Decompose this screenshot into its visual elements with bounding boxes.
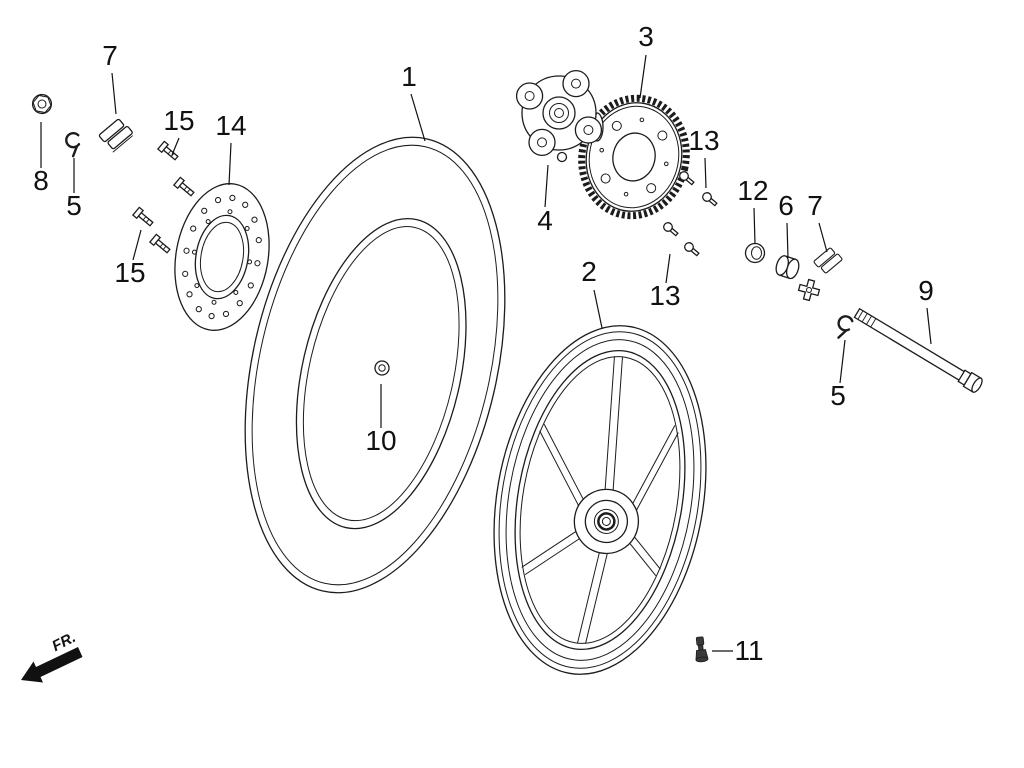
side-collar [775, 255, 800, 280]
callout-clip-left: 5 [66, 158, 82, 221]
callout-hub: 4 [537, 164, 553, 236]
wheel-spokes [521, 356, 679, 644]
callout-bolts-right-lower: 13 [649, 253, 681, 311]
callout-label-6: 6 [778, 190, 794, 221]
valve-stem [695, 636, 709, 663]
disc-bolt-4 [148, 233, 171, 254]
front-arrow-icon [21, 647, 83, 683]
brake-disc [174, 183, 270, 331]
callout-label-12: 12 [737, 175, 768, 206]
callout-pads-right: 7 [807, 190, 828, 253]
front-direction-marker: FR. [21, 629, 83, 683]
callout-spacer-nut: 12 [737, 175, 769, 245]
callout-wheel: 2 [581, 256, 603, 329]
callout-label-13b: 13 [649, 280, 680, 311]
callout-label-2: 2 [581, 256, 597, 287]
tire [244, 136, 506, 594]
axle-nut [31, 93, 53, 115]
disc-bolt-3 [131, 206, 154, 227]
sprocket-bolt-1 [679, 171, 695, 186]
sprocket [578, 94, 690, 220]
adjuster-plate [797, 278, 821, 302]
callout-label-1: 1 [401, 61, 417, 92]
callout-label-15a: 15 [163, 105, 194, 136]
callout-label-11: 11 [734, 635, 763, 666]
callout-bolts-left-upper: 15 [163, 105, 195, 156]
valve-hole-grommet [374, 360, 390, 376]
sprocket-bolt-3 [663, 222, 679, 237]
callout-label-7L: 7 [102, 40, 118, 71]
callout-label-10: 10 [365, 425, 396, 456]
callout-bolts-right-upper: 13 [688, 125, 720, 189]
sprocket-bolt-4 [684, 242, 700, 257]
clip-right [837, 315, 854, 339]
callout-label-13a: 13 [688, 125, 719, 156]
sprocket-bolt-2 [702, 192, 718, 207]
callout-clip-right: 5 [830, 339, 846, 411]
hub-assembly [515, 69, 604, 163]
callout-label-4: 4 [537, 205, 553, 236]
callout-sprocket: 3 [638, 21, 654, 99]
callout-axle: 9 [918, 275, 934, 345]
clip-left [65, 132, 81, 158]
callout-label-3: 3 [638, 21, 654, 52]
axle-shaft [853, 307, 983, 393]
callout-label-15b: 15 [114, 257, 145, 288]
callout-valve-stem: 11 [712, 635, 764, 666]
brake-pads-left [98, 118, 134, 153]
callout-valve-hole: 10 [365, 384, 397, 456]
callout-label-14: 14 [215, 110, 246, 141]
callout-tire: 1 [401, 61, 426, 142]
callout-bolts-left-lower: 15 [114, 229, 146, 288]
callout-label-8: 8 [33, 165, 49, 196]
callout-nut: 8 [33, 122, 49, 196]
brake-pads-right [813, 247, 843, 274]
callout-pads-left: 7 [102, 40, 118, 115]
callout-label-9: 9 [918, 275, 934, 306]
callout-label-5L: 5 [66, 190, 82, 221]
callout-collar: 6 [778, 190, 794, 259]
disc-bolt-1 [156, 140, 179, 161]
callout-label-7R: 7 [807, 190, 823, 221]
wheel-hub [573, 488, 640, 555]
spacer-nut [744, 242, 766, 264]
rear-wheel [493, 325, 707, 675]
callout-brake-disc: 14 [215, 110, 247, 186]
callout-label-5R: 5 [830, 380, 846, 411]
disc-bolt-2 [172, 176, 195, 197]
